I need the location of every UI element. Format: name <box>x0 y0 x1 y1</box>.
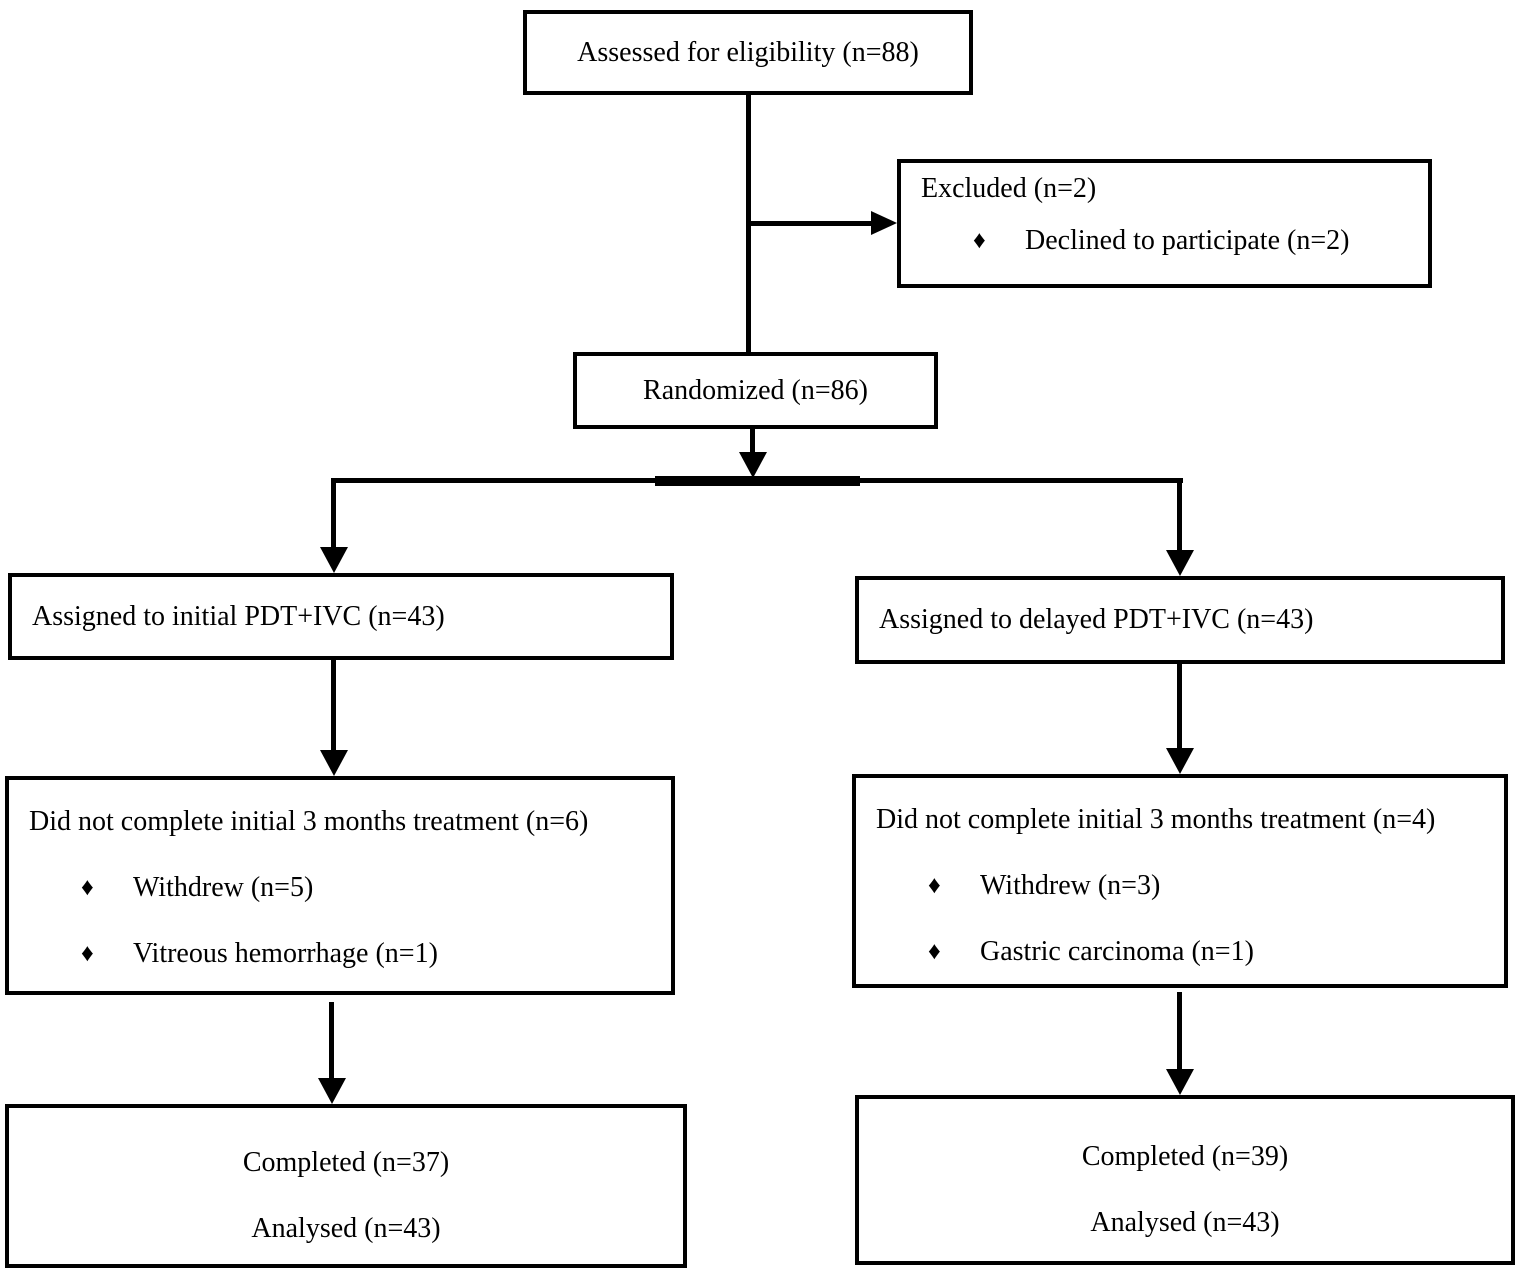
excluded-bullet-label: Declined to participate (n=2) <box>1025 225 1350 256</box>
arrowhead-randomized-branch-icon <box>739 452 767 478</box>
dropout-initial-bullet-row: ♦ Vitreous hemorrhage (n=1) <box>81 936 671 972</box>
dropout-delayed-bullet-row: ♦ Withdrew (n=3) <box>928 868 1504 904</box>
dropout-delayed-bullet-label: Withdrew (n=3) <box>980 870 1161 901</box>
box-assigned-delayed: Assigned to delayed PDT+IVC (n=43) <box>855 576 1505 664</box>
box-dropout-initial: Did not complete initial 3 months treatm… <box>5 776 675 995</box>
arrowhead-completed-left-icon <box>318 1078 346 1104</box>
dropout-initial-bullet-label: Withdrew (n=5) <box>133 872 314 903</box>
arrowhead-assigned-right-icon <box>1166 550 1194 576</box>
connector-branch-to-assigned-right <box>1177 478 1182 550</box>
box-assigned-initial: Assigned to initial PDT+IVC (n=43) <box>8 573 674 660</box>
diamond-bullet-icon: ♦ <box>81 874 94 901</box>
connector-assigned-right-to-dropout-right <box>1177 664 1182 748</box>
analysed-delayed-line: Analysed (n=43) <box>1090 1207 1280 1238</box>
assessed-label: Assessed for eligibility (n=88) <box>577 36 919 68</box>
dropout-initial-bullet-label: Vitreous hemorrhage (n=1) <box>133 938 438 969</box>
arrowhead-to-excluded-icon <box>871 211 897 235</box>
dropout-initial-bullet-row: ♦ Withdrew (n=5) <box>81 870 671 906</box>
box-dropout-delayed: Did not complete initial 3 months treatm… <box>852 774 1508 988</box>
randomized-label: Randomized (n=86) <box>643 374 868 406</box>
connector-assigned-left-to-dropout-left <box>331 660 336 750</box>
arrowhead-completed-right-icon <box>1166 1069 1194 1095</box>
diamond-bullet-icon: ♦ <box>928 872 941 899</box>
branch-horizontal-thick-segment <box>655 476 860 486</box>
analysed-initial-line: Analysed (n=43) <box>251 1213 441 1244</box>
box-randomized: Randomized (n=86) <box>573 352 938 429</box>
assigned-initial-label: Assigned to initial PDT+IVC (n=43) <box>32 600 445 632</box>
connector-branch-to-assigned-left <box>331 478 336 547</box>
arrowhead-assigned-left-icon <box>320 547 348 573</box>
arrowhead-dropout-right-icon <box>1166 748 1194 774</box>
box-assessed-eligibility: Assessed for eligibility (n=88) <box>523 10 973 95</box>
box-completed-initial: Completed (n=37) Analysed (n=43) <box>5 1104 687 1268</box>
diamond-bullet-icon: ♦ <box>973 227 986 254</box>
dropout-delayed-label: Did not complete initial 3 months treatm… <box>876 804 1436 835</box>
connector-randomized-to-branch <box>750 429 755 453</box>
connector-dropout-right-to-completed-right <box>1177 992 1182 1069</box>
dropout-delayed-bullet-label: Gastric carcinoma (n=1) <box>980 936 1254 967</box>
connector-to-excluded <box>748 221 873 226</box>
box-excluded: Excluded (n=2) ♦ Declined to participate… <box>897 159 1432 288</box>
dropout-initial-label: Did not complete initial 3 months treatm… <box>29 806 589 837</box>
connector-dropout-left-to-completed-left <box>329 1002 334 1078</box>
diamond-bullet-icon: ♦ <box>928 938 941 965</box>
arrowhead-dropout-left-icon <box>320 750 348 776</box>
excluded-label: Excluded (n=2) <box>921 173 1097 204</box>
assigned-delayed-label: Assigned to delayed PDT+IVC (n=43) <box>879 604 1314 635</box>
dropout-delayed-bullet-row: ♦ Gastric carcinoma (n=1) <box>928 934 1504 970</box>
completed-initial-line: Completed (n=37) <box>242 1147 450 1178</box>
excluded-bullet-row: ♦ Declined to participate (n=2) <box>973 223 1428 259</box>
completed-delayed-line: Completed (n=39) <box>1081 1141 1289 1172</box>
box-completed-delayed: Completed (n=39) Analysed (n=43) <box>855 1095 1515 1265</box>
diamond-bullet-icon: ♦ <box>81 940 94 967</box>
